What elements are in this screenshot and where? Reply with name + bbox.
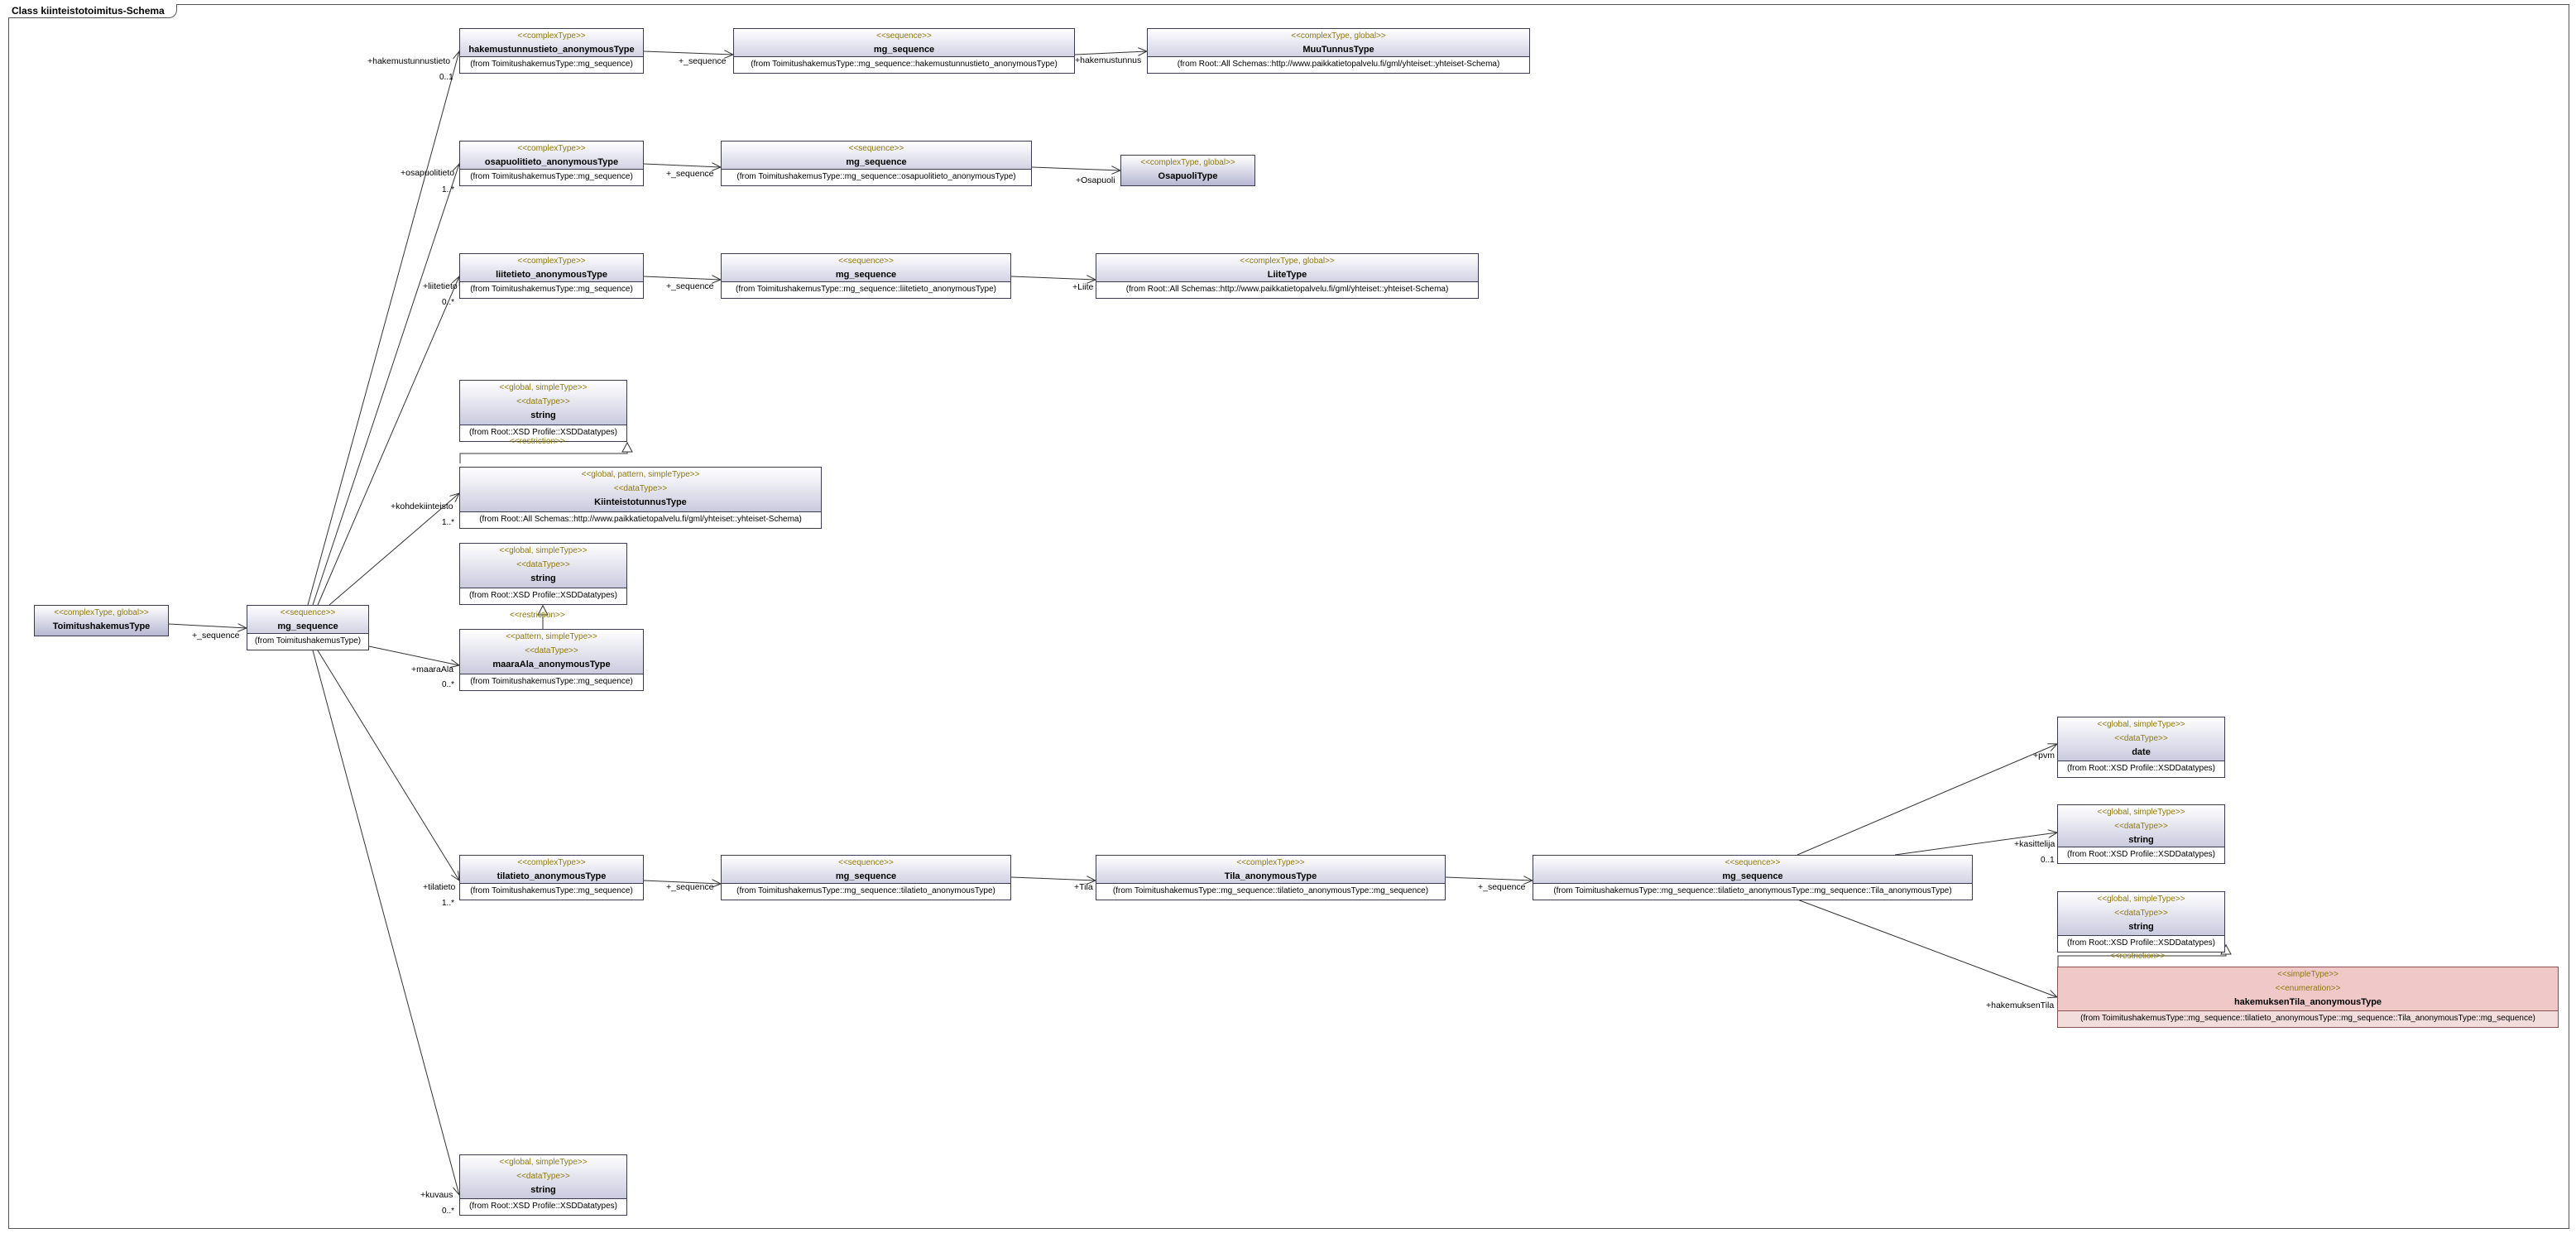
class-kiinteistotunnustype[interactable]: <<global, pattern, simpleType>> <<dataTy… (459, 467, 822, 529)
assoc-maaraAla[interactable] (368, 645, 459, 665)
role-kasittelija: +kasittelija (2014, 839, 2056, 849)
assoc-tilatieto[interactable] (317, 650, 459, 881)
restriction-kiint-string[interactable] (459, 442, 627, 463)
role-sequence-til: +_sequence (666, 882, 714, 892)
mult-tilatieto: 1..* (442, 899, 455, 908)
role-kohdekiinteisto: +kohdekiinteisto (391, 501, 453, 511)
diagram-title: Class kiinteistotoimitus-Schema (8, 4, 177, 18)
restriction-label-3: <<restriction>> (2110, 952, 2166, 961)
class-mg-sequence-hakemustunnustieto[interactable]: <<sequence>> mg_sequence (from Toimitush… (733, 28, 1075, 74)
role-sequence-tila: +_sequence (1478, 882, 1526, 892)
class-string-5[interactable]: <<global, simpleType>> <<dataType>> stri… (459, 1154, 627, 1216)
mult-maaraAla: 0..* (442, 680, 455, 689)
class-osapuolitieto-anonymoustype[interactable]: <<complexType>> osapuolitieto_anonymousT… (459, 141, 644, 186)
restriction-hakTila-string[interactable] (2057, 944, 2226, 967)
mult-osapuolitieto: 1..* (442, 185, 455, 194)
role-sequence-lii: +_sequence (666, 281, 714, 291)
class-hakemustunnustieto-anonymoustype[interactable]: <<complexType>> hakemustunnustieto_anony… (459, 28, 644, 74)
assoc-sequence-til[interactable] (643, 881, 721, 884)
role-hakemustunnus: +hakemustunnus (1075, 55, 1142, 65)
role-osapuoli: +Osapuoli (1076, 175, 1115, 185)
class-maaraala-anonymoustype[interactable]: <<pattern, simpleType>> <<dataType>> maa… (459, 629, 644, 691)
mult-kasittelija: 0..1 (2041, 856, 2055, 865)
assoc-sequence-osa[interactable] (643, 164, 721, 167)
role-hakemustunnustieto: +hakemustunnustieto (367, 56, 451, 66)
role-hakemuksenTila: +hakemuksenTila (1986, 1000, 2055, 1010)
assoc-osapuolitieto[interactable] (312, 164, 459, 606)
class-mg-sequence-root[interactable]: <<sequence>> mg_sequence (from Toimitush… (247, 605, 369, 650)
role-maaraAla: +maaraAla (411, 665, 454, 674)
role-liitetieto: +liitetieto (423, 281, 458, 291)
assoc-liitetieto[interactable] (317, 276, 459, 606)
class-string-2[interactable]: <<global, simpleType>> <<dataType>> stri… (459, 543, 627, 605)
class-hakemuksentila-anonymoustype[interactable]: <<simpleType>> <<enumeration>> hakemukse… (2057, 967, 2559, 1028)
assoc-sequence-hak[interactable] (643, 51, 733, 55)
role-liite: +Liite (1072, 282, 1094, 292)
assoc-hakemuksenTila[interactable] (1796, 899, 2057, 997)
role-tila: +Tila (1074, 882, 1093, 892)
assoc-sequence-tila[interactable] (1445, 877, 1533, 881)
assoc-kasittelija[interactable] (1894, 833, 2057, 856)
class-tila-anonymoustype[interactable]: <<complexType>> Tila_anonymousType (from… (1096, 855, 1446, 900)
mult-liitetieto: 0..* (442, 298, 455, 307)
role-sequence-hak: +_sequence (679, 56, 727, 66)
class-mg-sequence-tilatieto[interactable]: <<sequence>> mg_sequence (from Toimitush… (721, 855, 1011, 900)
assoc-osapuoli[interactable] (1031, 167, 1120, 170)
assoc-kuvaus[interactable] (312, 650, 459, 1195)
role-kuvaus: +kuvaus (420, 1190, 453, 1200)
class-toimitushakemustype[interactable]: <<complexType, global>> ToimitushakemusT… (34, 605, 169, 636)
assoc-kohdekiinteisto[interactable] (329, 493, 459, 606)
class-string-4[interactable]: <<global, simpleType>> <<dataType>> stri… (2057, 891, 2225, 952)
mult-hakemustunnustieto: 0..1 (439, 73, 453, 82)
assoc-sequence-lii[interactable] (643, 276, 721, 280)
role-sequence-osa: +_sequence (666, 169, 714, 179)
assoc-hakemustunnus[interactable] (1074, 51, 1147, 55)
class-mg-sequence-tila[interactable]: <<sequence>> mg_sequence (from Toimitush… (1533, 855, 1973, 900)
class-osapuolitype[interactable]: <<complexType, global>> OsapuoliType (1120, 155, 1255, 186)
assoc-sequence-root[interactable] (168, 624, 247, 628)
class-date[interactable]: <<global, simpleType>> <<dataType>> date… (2057, 717, 2225, 778)
class-string-1[interactable]: <<global, simpleType>> <<dataType>> stri… (459, 380, 627, 442)
assoc-tila[interactable] (1010, 877, 1096, 881)
role-tilatieto: +tilatieto (423, 882, 456, 892)
assoc-liite[interactable] (1010, 276, 1096, 280)
class-mg-sequence-osapuolitieto[interactable]: <<sequence>> mg_sequence (from Toimitush… (721, 141, 1032, 186)
restriction-label-1: <<restriction>> (510, 437, 565, 446)
diagram-frame (8, 4, 2569, 1229)
class-liitetieto-anonymoustype[interactable]: <<complexType>> liitetieto_anonymousType… (459, 253, 644, 299)
class-muutunnustype[interactable]: <<complexType, global>> MuuTunnusType (f… (1147, 28, 1530, 74)
role-sequence-root: +_sequence (192, 631, 240, 641)
role-pvm: +pvm (2033, 751, 2055, 761)
role-osapuolitieto: +osapuolitieto (401, 168, 455, 178)
class-liitetype[interactable]: <<complexType, global>> LiiteType (from … (1096, 253, 1479, 299)
mult-kuvaus: 0..* (442, 1207, 455, 1216)
mult-kohdekiinteisto: 1..* (442, 518, 455, 527)
class-string-3[interactable]: <<global, simpleType>> <<dataType>> stri… (2057, 804, 2225, 864)
assoc-pvm[interactable] (1796, 744, 2057, 856)
class-tilatieto-anonymoustype[interactable]: <<complexType>> tilatieto_anonymousType … (459, 855, 644, 900)
class-mg-sequence-liitetieto[interactable]: <<sequence>> mg_sequence (from Toimitush… (721, 253, 1011, 299)
restriction-label-2: <<restriction>> (510, 611, 565, 620)
assoc-hakemustunnustieto[interactable] (307, 51, 459, 606)
